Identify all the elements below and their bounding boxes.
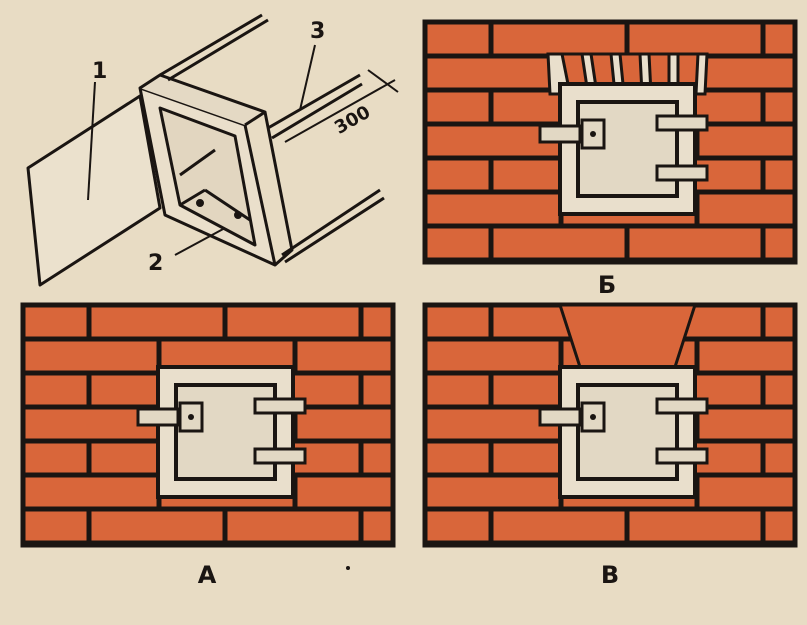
door-hinge-top <box>253 397 307 415</box>
door-latch-bar <box>538 407 582 427</box>
door-hinge-top <box>655 397 709 415</box>
leader-3 <box>299 44 316 111</box>
frame-inner-opening <box>158 106 257 247</box>
latch-rivet <box>188 414 194 420</box>
door-latch-bar <box>538 124 582 144</box>
panel-b-vaulted-lintel <box>422 19 798 265</box>
leader-1 <box>87 81 96 201</box>
frame-drawing <box>26 13 399 287</box>
caption-panel-a: А <box>198 561 217 589</box>
panel-v-wedge-lintel <box>422 302 798 548</box>
caption-panel-b: Б <box>598 271 616 299</box>
anchor-bar-right-top <box>267 73 361 130</box>
callout-2: 2 <box>148 251 163 276</box>
door-latch-bar <box>136 407 180 427</box>
callout-3: 3 <box>310 19 325 44</box>
caption-panel-v: В <box>601 561 619 589</box>
door-hinge-top <box>655 114 709 132</box>
asbestos-sheet <box>26 94 162 287</box>
latch-rivet <box>590 414 596 420</box>
panel-a-plain-opening <box>20 302 396 548</box>
wedge-lintel <box>557 303 698 369</box>
stray-dot <box>346 566 350 570</box>
door-hinge-bottom <box>655 164 709 182</box>
anchor-bar-top <box>159 13 263 77</box>
leader-2 <box>174 227 226 256</box>
door-hinge-bottom <box>253 447 307 465</box>
latch-rivet <box>590 131 596 137</box>
anchor-bar-bottom <box>281 188 381 257</box>
callout-1: 1 <box>92 59 107 84</box>
dimension-line <box>284 79 396 143</box>
door-hinge-bottom <box>655 447 709 465</box>
